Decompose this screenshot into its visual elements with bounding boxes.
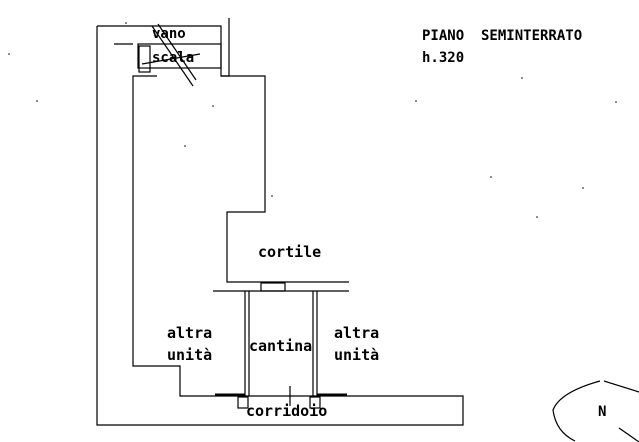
right-unit-label-line1: altra — [334, 324, 379, 342]
corridor-door-right — [309, 396, 321, 409]
cellar-label: cantina — [249, 337, 312, 355]
left-unit-label-line2: unità — [167, 346, 212, 364]
compass-north-label: N — [598, 404, 606, 420]
outer-wall — [96, 18, 464, 426]
left-unit-label-line1: altra — [167, 324, 212, 342]
courtyard-label: cortile — [258, 243, 321, 261]
stair-box — [137, 43, 222, 69]
cellar-door — [260, 282, 286, 292]
ceiling-height: h.320 — [422, 50, 464, 66]
plan-title: PIANO SEMINTERRATO — [422, 28, 582, 44]
stair-cross-line — [141, 53, 201, 65]
inner-wall — [114, 43, 349, 283]
stair-diagonal-1 — [151, 25, 194, 87]
corridor-door-left — [237, 396, 249, 409]
stair-label-line2: scala — [152, 50, 194, 66]
stair-label-line1: vano — [152, 26, 186, 42]
scan-dust — [8, 22, 617, 218]
right-unit-label-line2: unità — [334, 346, 379, 364]
corridor-label: corridoio — [246, 402, 327, 420]
stair-inner-box — [138, 45, 151, 73]
compass-outline — [552, 380, 639, 442]
stair-diagonal-2 — [157, 23, 197, 81]
